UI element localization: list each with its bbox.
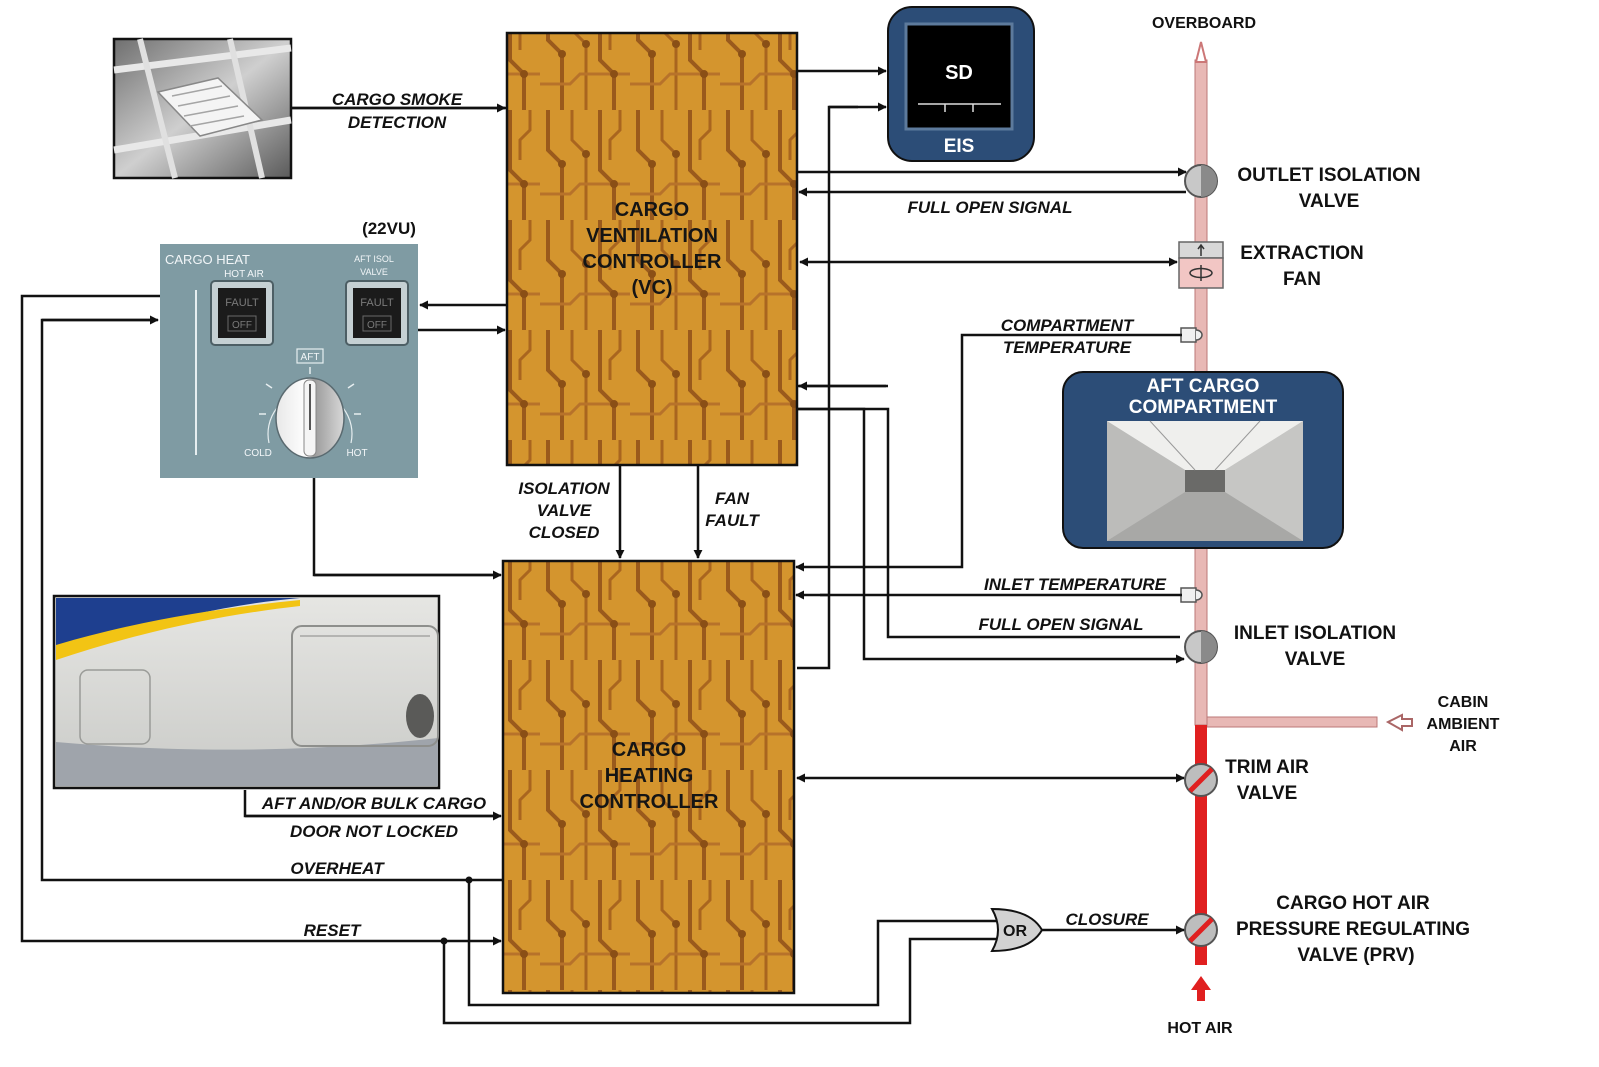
sd-screen-label: SD [945,62,973,84]
compartment-temperature-label-2: TEMPERATURE [1003,338,1132,357]
vc-label-3: CONTROLLER [583,251,722,273]
isolation-valve-closed-label-1: ISOLATION [518,479,610,498]
aft-cargo-compartment: AFT CARGO COMPARTMENT [1062,371,1344,549]
knob-aft-label: AFT [301,352,320,363]
panel-title: CARGO HEAT [165,252,250,267]
extraction-fan-label-1: EXTRACTION [1240,243,1364,264]
trim-valve-label-2: VALVE [1237,783,1298,804]
full-open-signal-top-label: FULL OPEN SIGNAL [908,198,1073,217]
inlet-temperature-label: INLET TEMPERATURE [984,575,1167,594]
outlet-valve-label-1: OUTLET ISOLATION [1237,165,1420,186]
aft-isol-off-light: OFF [367,320,387,331]
overheat-label: OVERHEAT [290,859,385,878]
inlet-valve-label-2: VALVE [1285,649,1346,670]
fan-fault-label-2: FAULT [705,511,760,530]
cargo-hold-photo [1107,420,1303,541]
trim-valve-label-1: TRIM AIR [1225,757,1309,778]
full-open-signal-bottom-label: FULL OPEN SIGNAL [979,615,1144,634]
isolation-valve-closed-label-3: CLOSED [529,523,600,542]
cargo-heating-controller: CARGO HEATING CONTROLLER [501,559,796,995]
closure-label: CLOSURE [1065,910,1149,929]
smoke-detector-photo [112,37,293,180]
vc-label-4: (VC) [631,277,672,299]
vc-label-1: CARGO [615,199,689,221]
aft-isol-label-1: AFT ISOL [354,254,394,264]
compartment-temperature-label-1: COMPARTMENT [1001,316,1135,335]
smoke-detection-label-1: CARGO SMOKE [332,90,463,109]
overboard-label: OVERBOARD [1152,15,1256,32]
inlet-temperature-sensor-icon [1180,587,1203,603]
outlet-isolation-valve[interactable] [1184,164,1218,198]
hot-air-label: HOT AIR [1167,1020,1233,1037]
chc-label-1: CARGO [612,739,686,761]
cargo-heat-panel: CARGO HEAT HOT AIR AFT ISOL VALVE FAULT … [160,244,418,478]
compartment-label-2: COMPARTMENT [1129,397,1278,418]
smoke-detection-label-2: DETECTION [348,113,447,132]
isolation-valve-closed-label-2: VALVE [537,501,592,520]
compartment-temperature-sensor-icon [1180,327,1203,343]
prv-label-1: CARGO HOT AIR [1276,893,1430,914]
cabin-air-label-1: CABIN [1438,694,1489,711]
hot-air-off-light: OFF [232,320,252,331]
temperature-selector-knob[interactable] [259,367,361,459]
outlet-valve-label-2: VALVE [1299,191,1360,212]
cargo-ventilation-controller: CARGO VENTILATION CONTROLLER (VC) [505,31,799,467]
trim-air-valve[interactable] [1184,763,1218,797]
hot-air-fault-light: FAULT [225,297,259,309]
extraction-fan-icon[interactable] [1178,241,1224,289]
cabin-air-label-3: AIR [1449,738,1477,755]
cargo-door-photo [52,594,441,790]
inlet-isolation-valve[interactable] [1184,630,1218,664]
or-gate-label: OR [1003,923,1027,940]
prv-label-2: PRESSURE REGULATING [1236,919,1470,940]
inlet-valve-label-1: INLET ISOLATION [1234,623,1396,644]
chc-label-2: HEATING [605,765,694,787]
prv-valve[interactable] [1184,913,1218,947]
cold-label: COLD [244,448,272,459]
compartment-label-1: AFT CARGO [1147,376,1260,397]
overboard-arrow [1194,41,1208,63]
door-not-locked-label-1: AFT AND/OR BULK CARGO [261,794,486,813]
panel-id: (22VU) [362,219,416,238]
eis-display: SD EIS [887,6,1035,162]
aft-isol-label-2: VALVE [360,267,388,277]
cabin-air-arrow [1385,713,1413,732]
extraction-fan-label-2: FAN [1283,269,1321,290]
overheat-junction [465,876,473,884]
fan-fault-label-1: FAN [715,489,750,508]
vc-label-2: VENTILATION [586,225,718,247]
prv-label-3: VALVE (PRV) [1297,945,1414,966]
hot-label: HOT [346,448,367,459]
chc-label-3: CONTROLLER [580,791,719,813]
hot-air-arrow [1191,976,1211,1001]
eis-label: EIS [944,136,975,157]
or-gate: OR [990,907,1044,953]
hot-air-label: HOT AIR [224,269,264,280]
reset-label: RESET [304,921,362,940]
hot-air-pushbutton[interactable]: FAULT OFF [210,280,274,346]
door-not-locked-label-2: DOOR NOT LOCKED [290,822,458,841]
aft-isol-valve-pushbutton[interactable]: FAULT OFF [345,280,409,346]
cabin-air-label-2: AMBIENT [1427,716,1500,733]
signal-arrows [42,66,1187,946]
aft-isol-fault-light: FAULT [360,297,394,309]
